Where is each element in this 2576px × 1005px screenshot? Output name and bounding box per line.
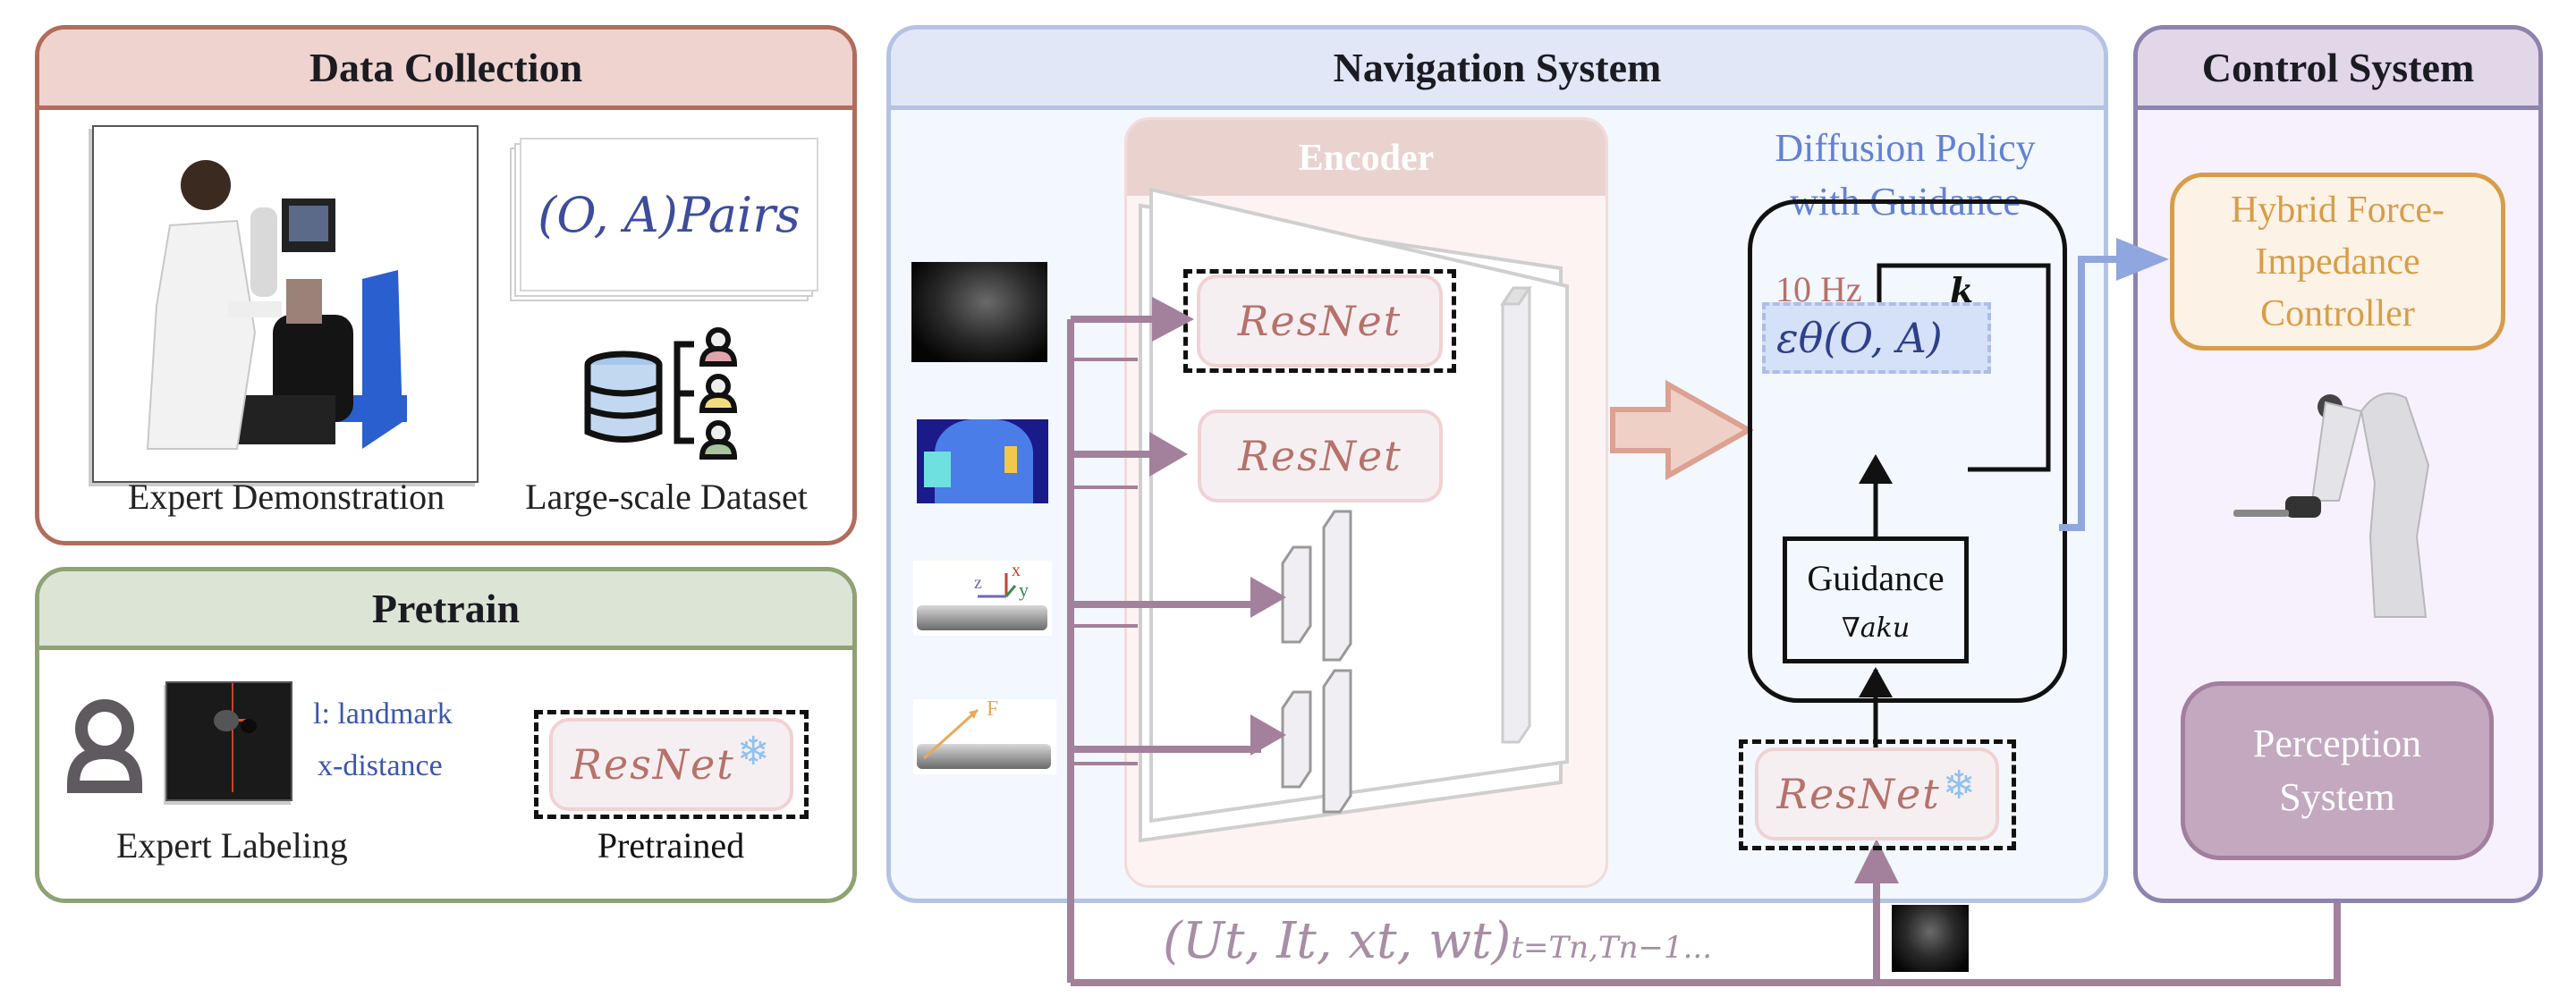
sequence-formula: (Ut, It, xt, wt)t=Tn,Tn−1... xyxy=(1163,912,1712,970)
probe-pose-image: x z y xyxy=(913,561,1052,636)
pose-axes-icon xyxy=(978,573,1017,598)
encoder-resnet-depth: ResNet xyxy=(1198,410,1443,502)
structure-blob-2 xyxy=(241,719,257,733)
sequence-formula-subscript: t=Tn,Tn−1... xyxy=(1511,930,1713,966)
probe-body-force xyxy=(917,744,1051,769)
landmark-marker xyxy=(233,719,246,722)
force-label: F xyxy=(987,697,999,721)
guidance-label: Guidance xyxy=(1807,558,1945,598)
pairs-label: (O, A)Pairs xyxy=(538,186,801,243)
axis-x-label: x xyxy=(1012,561,1021,580)
expert-labeling-caption: Expert Labeling xyxy=(116,825,348,866)
encoder-resnet-ultrasound-label: ResNet xyxy=(1237,297,1402,345)
epsilon-label: εθ(O, A) xyxy=(1776,314,1943,362)
expert-demonstration-illustration xyxy=(146,160,407,450)
navigation-header: Navigation System xyxy=(891,30,2104,110)
expert-demonstration-photo xyxy=(92,125,479,483)
force-vector-icon xyxy=(922,708,979,760)
pretrain-header: Pretrain xyxy=(39,571,852,650)
depth-left-region xyxy=(924,452,951,487)
encoder-resnet-ultrasound: ResNet xyxy=(1197,274,1443,367)
guidance-box: Guidance ∇aku xyxy=(1783,536,1969,663)
pretrain-title: Pretrain xyxy=(371,586,521,631)
guidance-formula: ∇aku xyxy=(1841,612,1911,644)
perception-line1: Perception xyxy=(2252,722,2422,765)
perception-line2: System xyxy=(2279,775,2395,819)
policy-title-line1: Diffusion Policy xyxy=(1775,126,2036,170)
epsilon-model-box: εθ(O, A) xyxy=(1762,302,1991,374)
frozen-resnet-label: ResNet xyxy=(1776,770,1941,818)
encoder-resnet-depth-label: ResNet xyxy=(1238,432,1402,480)
structure-blob xyxy=(214,710,239,731)
probe-force-image: F xyxy=(913,697,1056,774)
encoder-block: Encoder xyxy=(1124,117,1608,888)
frozen-resnet-frame xyxy=(1739,739,2016,850)
control-title: Control System xyxy=(2201,45,2475,90)
ultrasound-labeled-image xyxy=(165,681,292,801)
large-scale-dataset-caption: Large-scale Dataset xyxy=(525,477,808,517)
landmark-text: l: landmark xyxy=(313,697,453,731)
landmark-label: l: landmark xyxy=(313,697,453,731)
sequence-formula-main: (Ut, It, xt, wt) xyxy=(1163,912,1512,970)
axis-z-label: z xyxy=(974,573,982,593)
expert-demonstration-caption: Expert Demonstration xyxy=(127,477,445,517)
perception-system-box: Perception System xyxy=(2181,681,2494,860)
depth-highlight xyxy=(1004,446,1017,473)
controller-line3: Controller xyxy=(2260,292,2415,334)
data-collection-title: Data Collection xyxy=(309,45,583,90)
axis-y-label: y xyxy=(1019,579,1029,601)
encoder-title: Encoder xyxy=(1298,137,1435,179)
control-header: Control System xyxy=(2138,30,2538,110)
encoder-header: Encoder xyxy=(1127,120,1606,196)
feedback-ultrasound-image xyxy=(1892,905,1969,972)
controller-line2: Impedance xyxy=(2255,241,2420,283)
controller-line1: Hybrid Force- xyxy=(2230,189,2445,231)
ultrasound-image xyxy=(911,262,1047,362)
probe-body xyxy=(917,605,1047,630)
pretrained-frozen-frame xyxy=(534,710,809,819)
landmark-line xyxy=(232,683,233,792)
snowflake-icon: ❄ xyxy=(1942,762,1978,808)
distance-label: x-distance xyxy=(318,749,443,782)
pretrained-resnet: ResNet ❄ xyxy=(549,718,793,811)
pretrained-caption: Pretrained xyxy=(597,825,745,866)
frozen-resnet: ResNet ❄ xyxy=(1755,747,1999,840)
depth-image xyxy=(917,419,1048,503)
navigation-title: Navigation System xyxy=(1333,45,1662,90)
pretrained-resnet-label: ResNet xyxy=(571,740,735,789)
hybrid-controller-box: Hybrid Force- Impedance Controller xyxy=(2170,173,2505,350)
snowflake-icon: ❄ xyxy=(736,728,772,774)
data-collection-header: Data Collection xyxy=(39,30,852,110)
pairs-card: (O, A)Pairs xyxy=(520,138,818,291)
